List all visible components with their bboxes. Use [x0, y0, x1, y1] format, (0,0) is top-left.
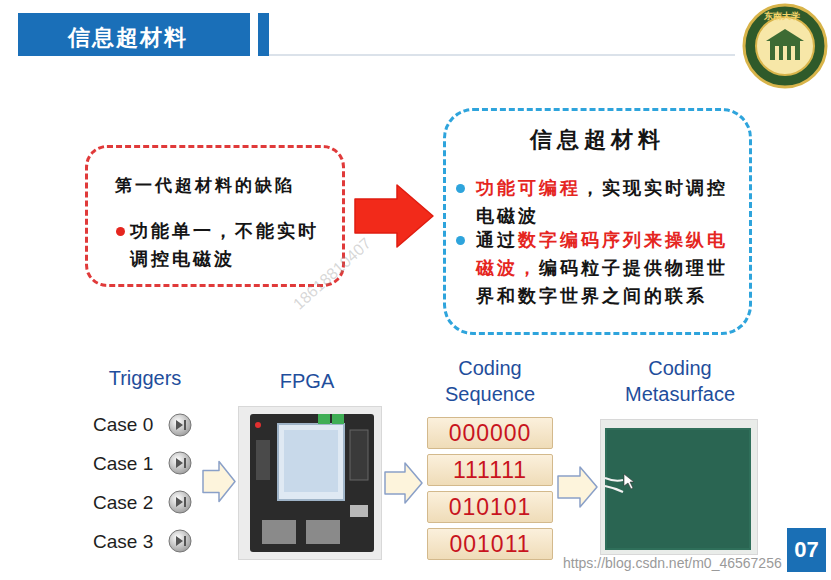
trigger-buttons [169, 414, 191, 552]
header-bar [258, 13, 269, 56]
bullet-text: 功能可编程，实现实时调控电磁波 [476, 174, 744, 230]
highlight-text: 数字编码序列来操纵电磁波， [476, 229, 728, 278]
trigger-group: TriggersCase 0 Case 1 Case 2 Case 3 [90, 365, 200, 557]
trigger-case: Case 1 [93, 451, 173, 477]
column-heading: Triggers [90, 365, 200, 391]
university-logo [744, 5, 826, 87]
feature-box: 信息超材料功能可编程，实现实时调控电磁波通过数字编码序列来操纵电磁波，编码粒子提… [443, 108, 752, 335]
fpga-board [238, 406, 382, 560]
code-sequence-box: 010101 [427, 491, 553, 523]
case-label: Case 1 [93, 451, 153, 477]
column-heading: FPGA [232, 368, 382, 394]
column-heading: Coding Sequence [425, 355, 555, 407]
flow-arrow [385, 463, 422, 503]
bullet-dot [116, 227, 125, 236]
box-heading: 第一代超材料的缺陷 [115, 171, 295, 199]
box-heading: 信息超材料 [446, 125, 749, 155]
trigger-case: Case 0 [93, 412, 173, 438]
logo-text: 东南大学 [764, 10, 800, 23]
red-block-arrow [355, 185, 433, 247]
metasurface-block: Coding Metasurface [600, 355, 760, 560]
code-sequence-box: 111111 [427, 454, 553, 486]
bullet-text: 功能单一，不能实时调控电磁波 [130, 217, 325, 273]
code-bits: 010101 [428, 492, 552, 522]
fpga-block: FPGA [232, 368, 382, 560]
image-frame [600, 419, 758, 555]
flow-arrow [558, 467, 597, 507]
highlight-text: 功能可编程 [476, 177, 581, 198]
code-bits: 001011 [428, 529, 552, 559]
code-sequence-box: 001011 [427, 528, 553, 560]
page-number: 07 [787, 528, 826, 572]
header-band [18, 13, 250, 56]
bullet-dot [456, 236, 465, 245]
case-label: Case 0 [93, 412, 153, 438]
bullet-dot [456, 184, 465, 193]
slide-title: 信息超材料 [68, 22, 188, 54]
case-label: Case 2 [93, 490, 153, 516]
source-url: https://blog.csdn.net/m0_46567256 [563, 555, 782, 571]
flow-arrow [203, 462, 235, 502]
trigger-case: Case 2 [93, 490, 173, 516]
bullet-text: 通过数字编码序列来操纵电磁波，编码粒子提供物理世界和数字世界之间的联系 [476, 226, 744, 310]
metasurface-photo [600, 419, 758, 555]
code-bits: 000000 [428, 418, 552, 448]
header-line [269, 54, 735, 56]
trigger-case: Case 3 [93, 529, 173, 555]
case-label: Case 3 [93, 529, 153, 555]
code-sequence-box: 000000 [427, 417, 553, 449]
image-frame [238, 406, 382, 560]
defect-box: 第一代超材料的缺陷功能单一，不能实时调控电磁波 [85, 145, 345, 287]
coding-sequence-group: Coding Sequence 000000 111111 010101 001011 [425, 355, 555, 560]
column-heading: Coding Metasurface [600, 355, 760, 407]
code-bits: 111111 [428, 455, 552, 485]
